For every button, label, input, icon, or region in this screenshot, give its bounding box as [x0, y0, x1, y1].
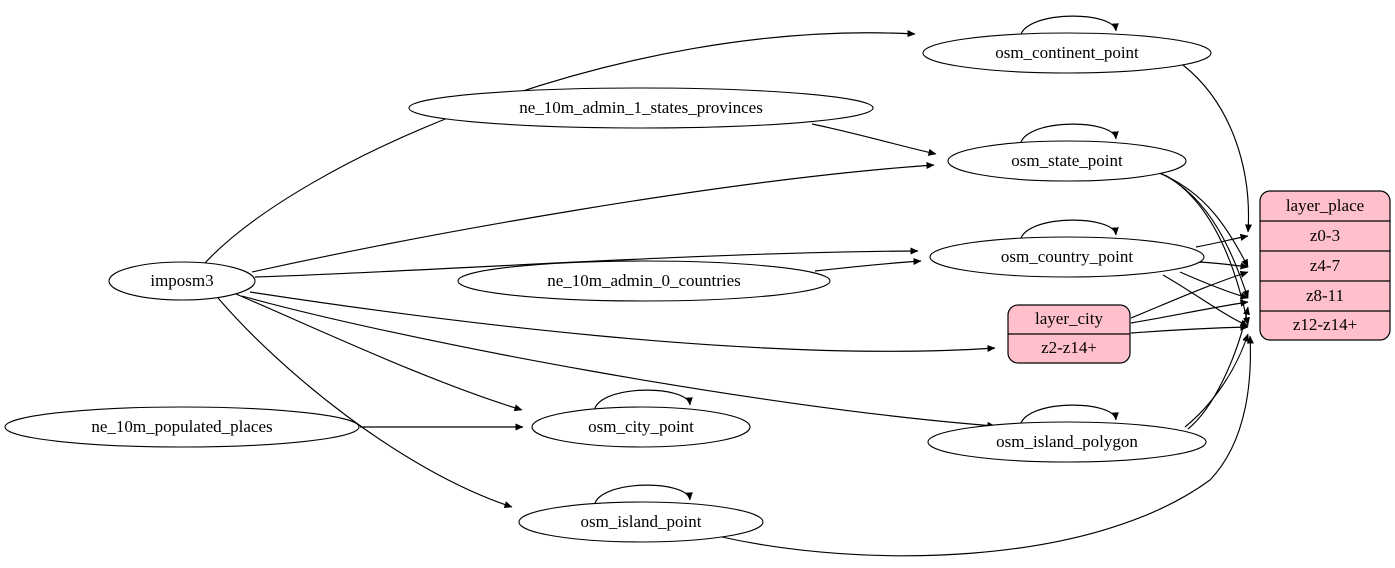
record-row-layer-place-z4: z4-7	[1310, 256, 1341, 275]
edge-osm-island-point-layer-place-z12	[721, 335, 1254, 557]
edge-osm-island-polygon-layer-place-z8	[1187, 306, 1250, 430]
node-label-imposm3: imposm3	[150, 271, 213, 290]
edge-imposm3-osm-island-point	[217, 297, 513, 508]
edge-self-osm-city-point	[593, 389, 693, 414]
edge-self-osm-continent-point	[1019, 15, 1119, 40]
edge-layer-city-layer-place-z4	[1130, 270, 1249, 319]
record-row-layer-place-z0: z0-3	[1310, 226, 1340, 245]
edge-osm-state-point-layer-place-z8	[1161, 173, 1249, 299]
edge-layer-city-layer-place-z8	[1130, 299, 1249, 324]
edge-osm-continent-point-layer-place-z0	[1182, 64, 1253, 233]
edge-imposm3-osm-continent-point	[203, 30, 916, 265]
node-ne-10m-populated-places[interactable]: ne_10m_populated_places	[4, 406, 360, 448]
record-node-layer-place[interactable]: layer_place z0-3 z4-7 z8-11 z12-z14+	[1259, 190, 1391, 341]
record-row-layer-place-z12: z12-z14+	[1293, 315, 1357, 334]
record-row-layer-city-title: layer_city	[1035, 309, 1103, 328]
edge-osm-country-point-layer-place-z4	[1197, 261, 1249, 270]
node-osm-country-point[interactable]: osm_country_point	[929, 236, 1205, 278]
node-imposm3[interactable]: imposm3	[108, 261, 256, 301]
edge-imposm3-osm-island-polygon	[241, 295, 996, 429]
edge-ne-admin1-osm-state-point	[811, 123, 937, 156]
record-node-layer-city[interactable]: layer_city z2-z14+	[1007, 304, 1131, 364]
edge-osm-country-point-layer-place-z0	[1195, 233, 1249, 248]
node-layer: imposm3 ne_10m_populated_places ne_10m_a…	[4, 32, 1212, 543]
node-label-osm-island-polygon: osm_island_polygon	[996, 432, 1138, 451]
edge-self-osm-island-polygon	[1019, 404, 1119, 429]
node-label-ne-10m-admin-0-countries: ne_10m_admin_0_countries	[547, 271, 741, 290]
node-osm-continent-point[interactable]: osm_continent_point	[922, 32, 1212, 74]
node-osm-island-point[interactable]: osm_island_point	[518, 501, 764, 543]
node-label-osm-country-point: osm_country_point	[1001, 247, 1133, 266]
edge-osm-country-point-layer-place-z8	[1179, 271, 1249, 300]
edge-self-osm-country-point	[1019, 219, 1119, 244]
node-label-osm-city-point: osm_city_point	[588, 417, 694, 436]
node-osm-state-point[interactable]: osm_state_point	[947, 140, 1187, 182]
node-osm-island-polygon[interactable]: osm_island_polygon	[927, 421, 1207, 463]
edge-osm-island-polygon-layer-place-z12	[1184, 333, 1250, 428]
edge-self-osm-island-point	[593, 484, 693, 509]
node-ne-10m-admin-1-states-provinces[interactable]: ne_10m_admin_1_states_provinces	[408, 87, 874, 129]
record-layer: layer_city z2-z14+ layer_place z0-3 z4-7…	[1007, 190, 1391, 364]
record-row-layer-city-zoom: z2-z14+	[1041, 338, 1097, 357]
edge-self-osm-state-point	[1019, 123, 1119, 148]
node-label-osm-island-point: osm_island_point	[581, 512, 702, 531]
edge-layer-city-layer-place-z12	[1130, 323, 1249, 334]
edge-imposm3-osm-city-point	[235, 293, 523, 412]
record-row-layer-place-z8: z8-11	[1306, 286, 1344, 305]
node-label-osm-state-point: osm_state_point	[1011, 151, 1123, 170]
record-row-layer-place-title: layer_place	[1286, 196, 1364, 215]
node-ne-10m-admin-0-countries[interactable]: ne_10m_admin_0_countries	[457, 260, 831, 302]
edge-layer	[203, 15, 1254, 557]
node-label-osm-continent-point: osm_continent_point	[995, 43, 1139, 62]
edge-ne-admin0-osm-country-point	[814, 257, 922, 272]
node-osm-city-point[interactable]: osm_city_point	[531, 406, 751, 448]
edge-imposm3-osm-state-point	[251, 161, 935, 273]
edge-imposm3-layer-city	[249, 291, 996, 353]
edge-osm-country-point-layer-place-z12	[1162, 274, 1249, 327]
node-label-ne-10m-admin-1-states-provinces: ne_10m_admin_1_states_provinces	[519, 98, 763, 117]
node-label-ne-10m-populated-places: ne_10m_populated_places	[91, 417, 272, 436]
